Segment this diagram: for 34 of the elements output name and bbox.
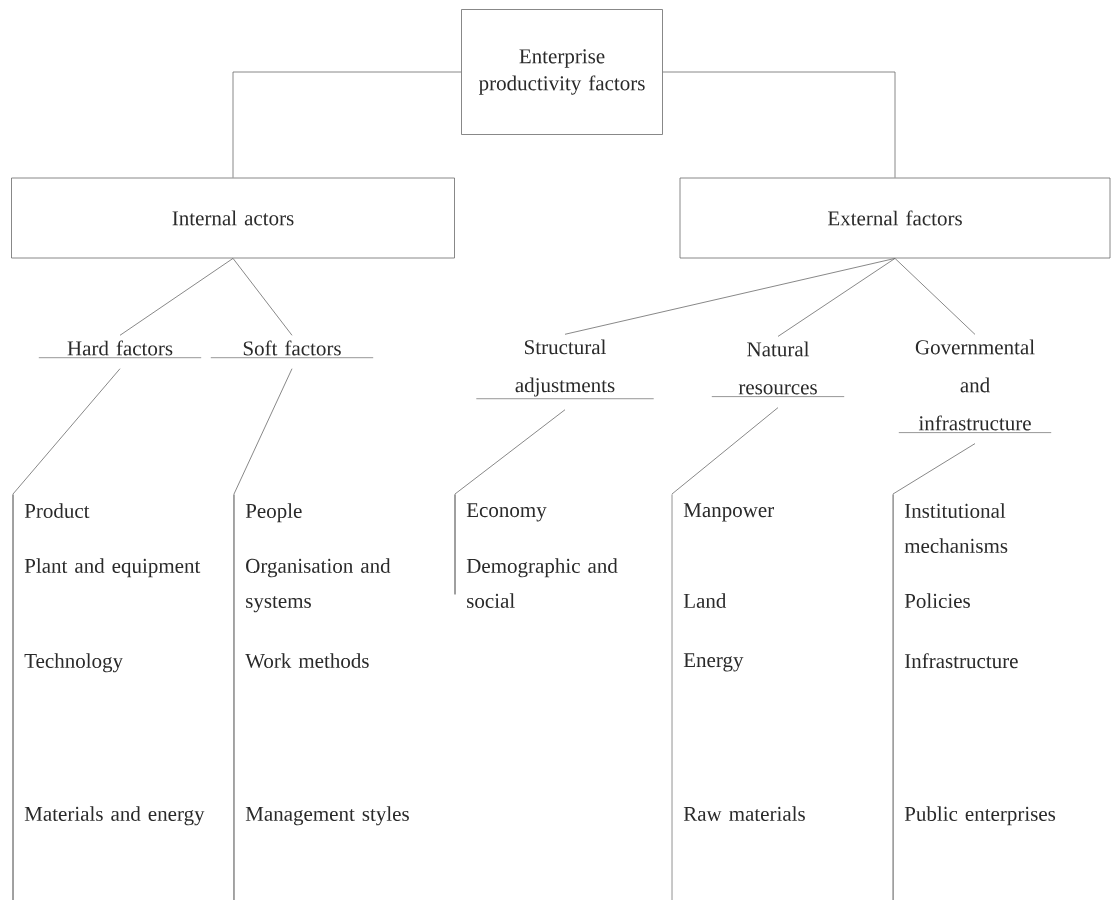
connector-line	[662, 71, 896, 178]
list-item: Technology	[24, 653, 123, 673]
bracket-line	[454, 494, 456, 595]
list-item: Infrastructure	[904, 653, 1018, 669]
list-item: Organisation and systems	[246, 558, 391, 613]
connector-line	[454, 409, 566, 495]
connector-line	[119, 258, 234, 336]
connector-line	[777, 258, 896, 337]
list-item: Management styles	[245, 806, 409, 826]
list-item: Work methods	[245, 653, 369, 669]
connector-line	[232, 258, 293, 336]
bracket-line	[233, 494, 235, 900]
category-heading: Hard factors	[38, 340, 202, 359]
category-heading: Structural adjustments	[475, 339, 655, 400]
category-heading: Soft factors	[210, 340, 374, 359]
connector-line	[233, 368, 293, 495]
factor-box: Internal actors	[11, 177, 455, 259]
category-heading: Natural resources	[711, 341, 845, 397]
category-heading: Governmental and infrastructure	[898, 339, 1052, 433]
list-item: Plant and equipment	[24, 558, 201, 578]
connector-line	[671, 407, 779, 495]
list-item: Public enterprises	[904, 806, 1056, 826]
factor-box: External factors	[679, 177, 1111, 259]
bracket-line	[892, 494, 894, 900]
connector-line	[894, 258, 976, 335]
list-item: Raw materials	[683, 806, 805, 821]
connector-line	[564, 258, 896, 335]
bracket-line	[12, 494, 14, 900]
connector-line	[12, 368, 121, 495]
list-item: Demographic and social	[466, 558, 618, 608]
list-item: Materials and energy	[24, 806, 205, 826]
factor-box: Enterprise productivity factors	[461, 9, 663, 135]
connector-line	[892, 443, 976, 495]
connector-line	[232, 71, 462, 178]
